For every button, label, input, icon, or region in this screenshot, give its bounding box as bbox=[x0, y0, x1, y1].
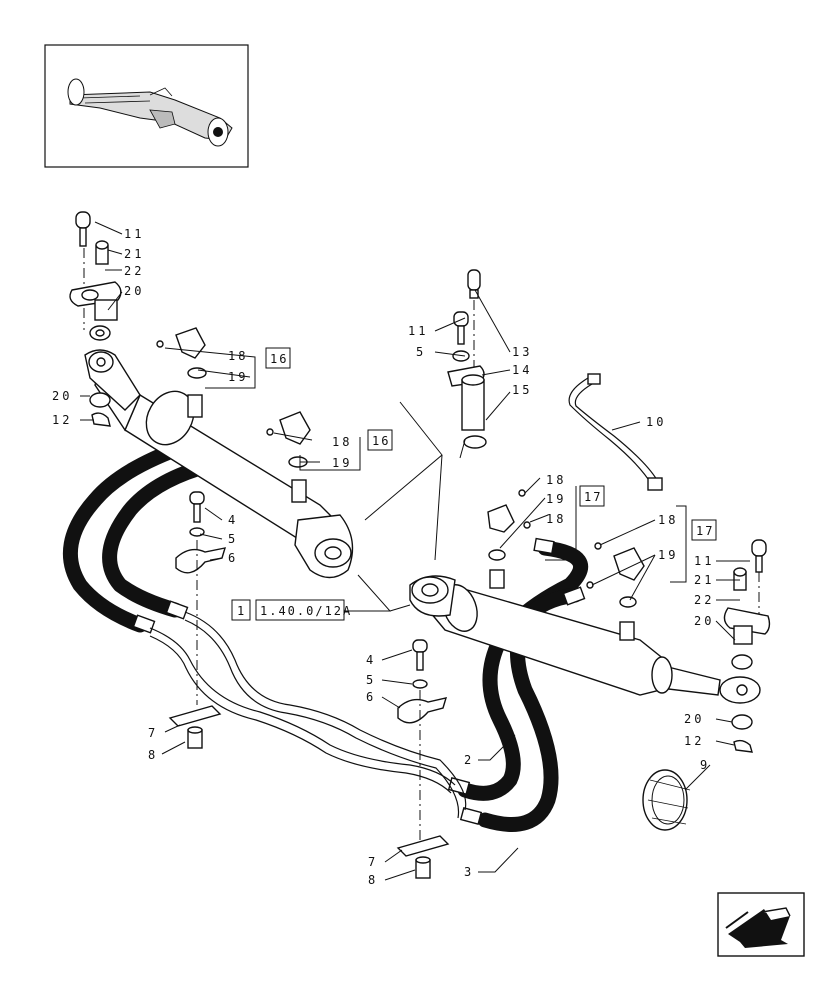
callout-19: 19 bbox=[332, 456, 352, 470]
callout-6: 6 bbox=[228, 551, 238, 565]
svg-text:16: 16 bbox=[372, 434, 390, 448]
elbow-fitting-right-upper[interactable] bbox=[487, 489, 531, 561]
right-ball-joint-assembly[interactable] bbox=[723, 539, 771, 753]
callout-21: 21 bbox=[694, 573, 714, 587]
center-fitting-assembly[interactable] bbox=[447, 269, 487, 449]
callout-11: 11 bbox=[408, 324, 428, 338]
hose-band-9[interactable] bbox=[642, 769, 691, 831]
svg-text:1: 1 bbox=[237, 604, 246, 618]
callout-14: 14 bbox=[512, 363, 532, 377]
callout-8: 8 bbox=[148, 748, 158, 762]
callout-18: 18 bbox=[228, 349, 248, 363]
elbow-fitting-left-lower[interactable] bbox=[266, 411, 311, 468]
spacer-left[interactable] bbox=[168, 705, 222, 749]
callout-7: 7 bbox=[368, 855, 378, 869]
callout-15: 15 bbox=[512, 383, 532, 397]
svg-text:17: 17 bbox=[696, 524, 714, 538]
callout-9: 9 bbox=[700, 758, 710, 772]
callout-18: 18 bbox=[546, 512, 566, 526]
reference-box-17-lower[interactable]: 17 bbox=[691, 519, 717, 541]
thumbnail-axle[interactable] bbox=[44, 44, 249, 168]
callout-4: 4 bbox=[228, 513, 238, 527]
callout-4: 4 bbox=[366, 653, 376, 667]
reference-box-16-upper[interactable]: 16 bbox=[265, 347, 291, 369]
back-arrow-icon[interactable] bbox=[717, 892, 805, 957]
callout-3: 3 bbox=[464, 865, 474, 879]
leader-lines bbox=[80, 221, 750, 881]
callout-12: 12 bbox=[52, 413, 72, 427]
callout-8: 8 bbox=[368, 873, 378, 887]
reference-box-16-lower[interactable]: 16 bbox=[367, 429, 393, 451]
callout-18: 18 bbox=[332, 435, 352, 449]
reference-box-1-40-0-12a[interactable]: 1.40.0/12A bbox=[255, 599, 352, 621]
callout-18: 18 bbox=[658, 513, 678, 527]
rigid-pipes[interactable] bbox=[149, 611, 467, 819]
callout-22: 22 bbox=[694, 593, 714, 607]
callout-10: 10 bbox=[646, 415, 666, 429]
reference-box-17-upper[interactable]: 17 bbox=[579, 485, 605, 507]
reference-box-1[interactable]: 1 bbox=[231, 599, 251, 621]
hose-3[interactable] bbox=[62, 440, 188, 633]
clamp-right[interactable] bbox=[397, 639, 448, 850]
callout-2: 2 bbox=[464, 753, 474, 767]
callout-20: 20 bbox=[52, 389, 72, 403]
left-ball-joint-assembly[interactable] bbox=[69, 211, 141, 427]
hose-2[interactable] bbox=[102, 457, 218, 618]
left-cylinder[interactable] bbox=[94, 368, 354, 579]
callout-19: 19 bbox=[546, 492, 566, 506]
right-cylinder[interactable] bbox=[409, 569, 761, 704]
callout-21: 21 bbox=[124, 247, 144, 261]
svg-text:1.40.0/12A: 1.40.0/12A bbox=[260, 604, 352, 618]
callout-22: 22 bbox=[124, 264, 144, 278]
clamp-left[interactable] bbox=[175, 491, 227, 705]
svg-text:16: 16 bbox=[270, 352, 288, 366]
spacer-right[interactable] bbox=[396, 835, 450, 879]
steel-pipe-10[interactable] bbox=[568, 373, 663, 491]
callout-11: 11 bbox=[124, 227, 144, 241]
svg-text:17: 17 bbox=[584, 490, 602, 504]
callout-20: 20 bbox=[694, 614, 714, 628]
callout-7: 7 bbox=[148, 726, 158, 740]
callout-5: 5 bbox=[366, 673, 376, 687]
callout-12: 12 bbox=[684, 734, 704, 748]
callout-13: 13 bbox=[512, 345, 532, 359]
callout-5: 5 bbox=[228, 532, 238, 546]
callout-20: 20 bbox=[124, 284, 144, 298]
callout-18: 18 bbox=[546, 473, 566, 487]
callout-19: 19 bbox=[228, 370, 248, 384]
callout-6: 6 bbox=[366, 690, 376, 704]
callout-5: 5 bbox=[416, 345, 426, 359]
callout-11: 11 bbox=[694, 554, 714, 568]
elbow-fitting-left-upper[interactable] bbox=[156, 327, 207, 379]
callout-20: 20 bbox=[684, 712, 704, 726]
elbow-fitting-right-lower[interactable] bbox=[586, 542, 645, 608]
callout-labels: 11 21 22 20 18 19 20 12 18 19 4 5 6 7 8 … bbox=[52, 227, 714, 887]
hose-2-right[interactable] bbox=[457, 540, 588, 801]
callout-19: 19 bbox=[658, 548, 678, 562]
